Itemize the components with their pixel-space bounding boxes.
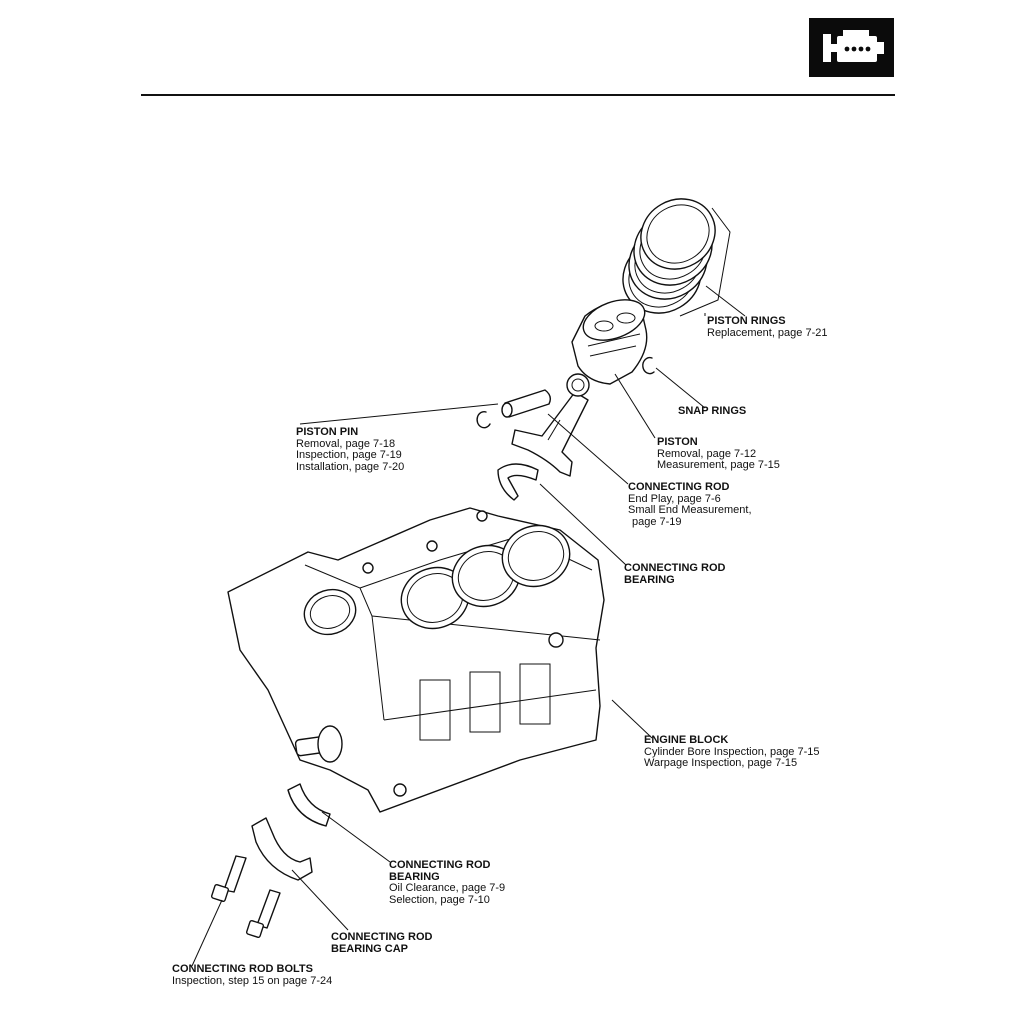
- label-title: CONNECTING ROD BOLTS: [172, 963, 313, 975]
- label-detail: Oil Clearance, page 7-9: [389, 882, 506, 894]
- label-title: BEARING: [624, 573, 675, 586]
- connecting-rod-bolt-illustration: [210, 855, 247, 903]
- connecting-rod-bolt-illustration: [245, 889, 281, 939]
- label-connecting-rod-bearing-upper: CONNECTING ROD BEARING: [624, 562, 726, 586]
- label-title: BEARING: [389, 870, 440, 883]
- engine-section-icon: [809, 18, 894, 77]
- label-piston-rings: PISTON RINGS Replacement, page 7-21: [707, 315, 828, 339]
- label-title: PISTON PIN: [296, 426, 359, 438]
- label-engine-block: ENGINE BLOCK Cylinder Bore Inspection, p…: [644, 734, 820, 770]
- label-title: CONNECTING ROD: [624, 562, 726, 574]
- label-title: BEARING CAP: [331, 942, 409, 955]
- connecting-rod-bearing-lower-illustration: [287, 783, 331, 827]
- connecting-rod-bearing-cap-illustration: [251, 817, 313, 881]
- label-connecting-rod-bearing-lower: CONNECTING ROD BEARING Oil Clearance, pa…: [389, 859, 506, 906]
- connecting-rod-illustration: [511, 373, 590, 477]
- label-title: SNAP RINGS: [678, 405, 747, 417]
- label-detail: Replacement, page 7-21: [707, 326, 828, 339]
- piston-rings-illustration: [622, 198, 731, 317]
- label-title: ENGINE BLOCK: [644, 734, 729, 746]
- snap-ring-illustration: [476, 356, 655, 429]
- label-detail: Installation, page 7-20: [296, 460, 405, 473]
- label-detail: Removal, page 7-12: [657, 447, 757, 460]
- label-title: CONNECTING ROD: [389, 859, 491, 871]
- piston-pin-illustration: [501, 389, 552, 418]
- label-detail: Small End Measurement,: [628, 504, 752, 516]
- label-detail: Warpage Inspection, page 7-15: [644, 757, 798, 769]
- label-connecting-rod-bolts: CONNECTING ROD BOLTS Inspection, step 15…: [172, 963, 333, 987]
- leader-lines: [191, 285, 746, 967]
- label-title: CONNECTING ROD: [331, 931, 433, 943]
- label-title: CONNECTING ROD: [628, 481, 730, 493]
- header-rule: [141, 94, 895, 96]
- connecting-rod-bearing-upper-illustration: [497, 463, 539, 501]
- label-connecting-rod-bearing-cap: CONNECTING ROD BEARING CAP: [331, 931, 433, 955]
- label-detail: End Play, page 7-6: [628, 492, 721, 505]
- label-detail: Inspection, step 15 on page 7-24: [172, 974, 333, 987]
- label-detail: Selection, page 7-10: [389, 893, 490, 906]
- label-detail: page 7-19: [632, 515, 682, 528]
- engine-block-illustration: [227, 507, 605, 813]
- label-title: PISTON RINGS: [707, 315, 786, 327]
- label-detail: Measurement, page 7-15: [657, 459, 780, 471]
- piston-illustration: [571, 299, 648, 385]
- label-title: PISTON: [657, 436, 698, 448]
- label-piston-pin: PISTON PIN Removal, page 7-18 Inspection…: [296, 426, 405, 473]
- label-detail: Cylinder Bore Inspection, page 7-15: [644, 745, 820, 758]
- label-piston: PISTON Removal, page 7-12 Measurement, p…: [657, 436, 780, 472]
- engine-block-icon: [823, 30, 884, 62]
- label-snap-rings: SNAP RINGS: [678, 405, 747, 418]
- label-detail: Inspection, page 7-19: [296, 449, 402, 461]
- label-connecting-rod: CONNECTING ROD End Play, page 7-6 Small …: [628, 481, 752, 528]
- label-detail: Removal, page 7-18: [296, 437, 396, 450]
